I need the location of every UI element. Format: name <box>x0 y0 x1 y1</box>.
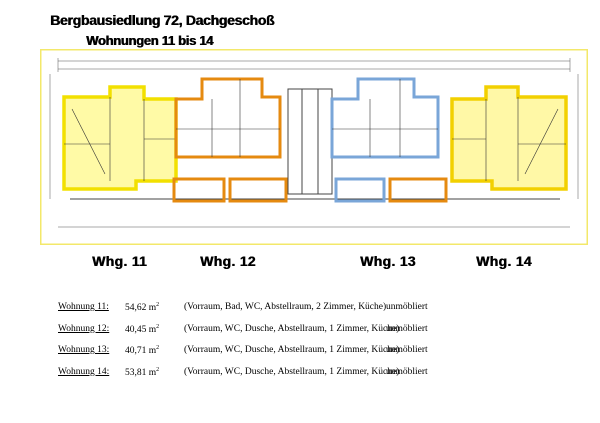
unit-rooms: (Vorraum, WC, Dusche, Abstellraum, 1 Zim… <box>184 323 400 334</box>
unit-area: 53,81 m2 <box>125 366 160 378</box>
dimension-lines <box>49 58 579 228</box>
floor-plan <box>40 49 588 245</box>
unit-row-13: Wohnung 13: 40,71 m2 (Vorraum, WC, Dusch… <box>58 345 598 367</box>
unit-list: Wohnung 11: 54,62 m2 (Vorraum, Bad, WC, … <box>58 302 598 388</box>
unit-rooms: (Vorraum, Bad, WC, Abstellraum, 2 Zimmer… <box>184 302 387 312</box>
unit-row-11: Wohnung 11: 54,62 m2 (Vorraum, Bad, WC, … <box>58 302 598 324</box>
unit-12-area <box>172 77 288 203</box>
unit-rooms: (Vorraum, WC, Dusche, Abstellraum, 1 Zim… <box>184 345 400 355</box>
plan-label-whg-11: Whg. 11 <box>92 253 147 269</box>
page-title: Bergbausiedlung 72, Dachgeschoß <box>50 12 275 28</box>
plan-label-whg-13: Whg. 13 <box>360 253 416 269</box>
unit-area: 40,71 m2 <box>125 345 160 356</box>
unit-status: unmöbliert <box>386 345 428 355</box>
unit-name: Wohnung 14: <box>58 366 110 377</box>
unit-name: Wohnung 12: <box>58 323 110 334</box>
unit-row-12: Wohnung 12: 40,45 m2 (Vorraum, WC, Dusch… <box>58 324 598 346</box>
unit-status: unmöbliert <box>386 302 428 312</box>
unit-14-area <box>450 85 568 191</box>
plan-label-whg-12: Whg. 12 <box>200 253 256 269</box>
unit-13-area <box>330 77 448 203</box>
page-subtitle: Wohnungen 11 bis 14 <box>86 33 213 48</box>
unit-name: Wohnung 11: <box>58 302 109 312</box>
unit-status: unmöbliert <box>386 366 428 377</box>
plan-frame <box>40 49 588 245</box>
unit-status: unmöbliert <box>386 323 428 334</box>
plan-label-whg-14: Whg. 14 <box>476 253 532 269</box>
unit-area: 40,45 m2 <box>125 323 160 335</box>
unit-row-14: Wohnung 14: 53,81 m2 (Vorraum, WC, Dusch… <box>58 367 598 389</box>
unit-11-area <box>62 85 178 191</box>
unit-name: Wohnung 13: <box>58 345 110 355</box>
unit-rooms: (Vorraum, WC, Dusche, Abstellraum, 1 Zim… <box>184 366 400 377</box>
unit-area: 54,62 m2 <box>125 302 160 313</box>
